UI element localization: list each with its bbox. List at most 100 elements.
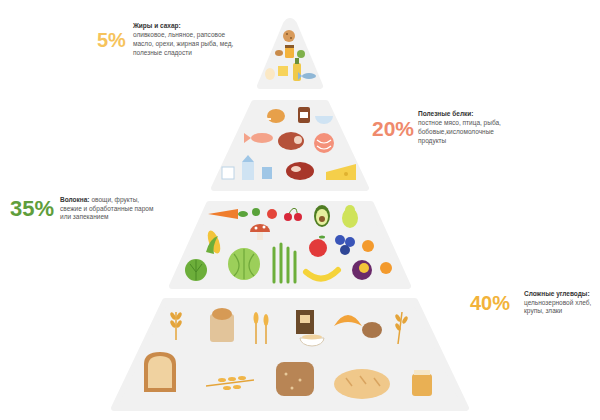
wheat-icon xyxy=(175,320,182,329)
pyramid-tier xyxy=(172,204,408,286)
cheese-icon xyxy=(326,164,356,180)
flour-bag-icon xyxy=(412,374,432,396)
bowl-icon xyxy=(315,116,333,124)
apple-icon xyxy=(309,239,327,257)
toast-icon xyxy=(148,356,172,388)
chicken-icon xyxy=(267,109,285,123)
cabbage-icon xyxy=(228,248,260,280)
group-heading: Полезные белки: xyxy=(418,110,502,119)
avocado-icon xyxy=(316,209,328,225)
callout-text: Сложные углеводы:цельнозерновой хлеб, кр… xyxy=(524,290,594,316)
apple-icon xyxy=(319,236,325,239)
group-description: цельнозерновой хлеб, крупы, злаки xyxy=(524,299,591,315)
tomato-icon xyxy=(267,209,277,219)
olive-icon xyxy=(297,50,305,58)
ham-icon xyxy=(294,136,302,144)
toast-icon xyxy=(144,352,176,392)
fish-icon xyxy=(298,72,302,80)
avocado-icon xyxy=(314,205,330,227)
round-bread-icon xyxy=(346,376,380,386)
nut-icon xyxy=(275,50,283,56)
bun-icon xyxy=(362,322,382,338)
wheat-icon xyxy=(228,377,236,381)
egg-icon xyxy=(265,68,275,80)
cheese-icon xyxy=(344,172,348,176)
group-heading: Волокна: xyxy=(60,196,89,203)
group-description: постное мясо, птица, рыба, бобовые,кисло… xyxy=(418,119,501,144)
banana-icon xyxy=(306,270,338,279)
passion-fruit-icon xyxy=(359,263,369,273)
wheat-icon xyxy=(169,312,176,321)
callout-text: Жиры и сахар:оливковое, льняное, рапсово… xyxy=(133,22,243,57)
chicken-icon xyxy=(266,118,271,120)
croissant-icon xyxy=(334,315,362,326)
bean-jar-icon xyxy=(300,112,308,118)
honey-jar-icon xyxy=(285,45,294,48)
wheat-icon xyxy=(264,314,269,326)
wheat-icon xyxy=(169,320,176,329)
wheat-icon xyxy=(233,385,241,389)
corn-icon xyxy=(206,236,218,254)
wheat-icon xyxy=(206,380,254,386)
fish-icon xyxy=(251,133,273,143)
mushroom-icon xyxy=(255,227,258,230)
oil-bottle-icon xyxy=(293,63,301,81)
callout-text: Полезные белки:постное мясо, птица, рыба… xyxy=(418,110,502,145)
fish-icon xyxy=(244,133,251,143)
milk-carton-icon xyxy=(242,162,254,180)
fish-icon xyxy=(302,73,316,79)
loaf-icon xyxy=(285,373,288,376)
bread-bag-icon xyxy=(212,308,232,320)
percent-value: 5% xyxy=(97,30,126,50)
steak-icon xyxy=(286,162,314,180)
carrot-icon xyxy=(208,209,238,219)
wheat-icon xyxy=(394,323,401,332)
loaf-icon xyxy=(299,379,302,382)
broccoli-icon xyxy=(252,208,260,216)
salmon-steak-icon xyxy=(314,133,334,153)
cheese-icon xyxy=(278,66,288,76)
bowl-icon xyxy=(302,335,322,340)
group-heading: Сложные углеводы: xyxy=(524,290,594,299)
pyramid-tier xyxy=(114,301,466,408)
lettuce-icon xyxy=(190,260,202,280)
cookie-icon xyxy=(286,33,288,35)
asparagus-icon xyxy=(274,244,295,282)
percent-value: 20% xyxy=(372,118,414,139)
group-heading: Жиры и сахар: xyxy=(133,22,243,31)
cookie-icon xyxy=(290,37,292,39)
yogurt-icon xyxy=(222,167,234,179)
cereal-box-icon xyxy=(300,315,310,323)
milk-carton-icon xyxy=(242,155,254,162)
honey-jar-icon xyxy=(285,47,294,58)
oil-bottle-icon xyxy=(295,58,299,64)
orange-icon xyxy=(362,240,374,252)
lettuce-icon xyxy=(185,259,207,281)
wheat-icon xyxy=(394,314,401,323)
salmon-steak-icon xyxy=(317,140,331,149)
mushroom-icon xyxy=(257,232,263,240)
wheat-icon xyxy=(401,316,408,325)
loaf-icon xyxy=(291,387,294,390)
wheat-icon xyxy=(218,378,226,382)
pyramid-tier xyxy=(260,21,320,86)
cherry-icon xyxy=(294,213,302,221)
group-description: оливковое, льняное, рапсовое масло, орех… xyxy=(133,31,233,56)
cabbage-icon xyxy=(234,249,254,279)
wheat-icon xyxy=(175,312,182,321)
wheat-icon xyxy=(223,386,231,390)
carrot-icon xyxy=(238,211,248,217)
bean-jar-icon xyxy=(298,107,310,123)
pyramid-tier xyxy=(214,103,366,188)
blueberry-icon xyxy=(340,245,350,255)
corn-icon xyxy=(205,229,223,255)
wheat-icon xyxy=(254,312,259,324)
cereal-box-icon xyxy=(296,310,314,334)
mushroom-icon xyxy=(250,224,270,232)
orange-icon xyxy=(380,262,392,274)
pear-icon xyxy=(345,205,355,215)
flour-bag-icon xyxy=(414,370,430,375)
ham-icon xyxy=(278,132,304,150)
wheat-icon xyxy=(238,376,246,380)
